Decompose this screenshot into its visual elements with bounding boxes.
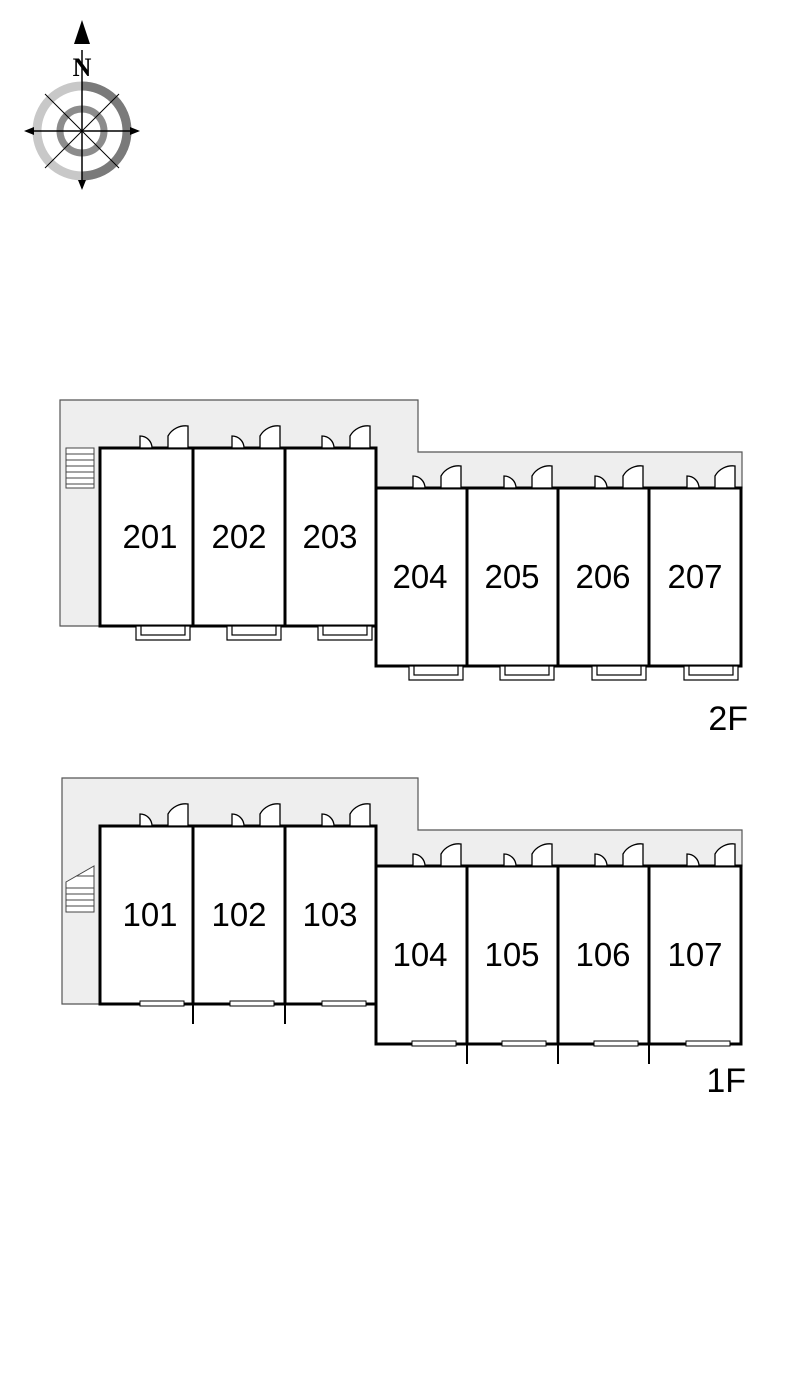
unit-label-204: 204 xyxy=(392,558,447,595)
door-icons-2f xyxy=(139,425,736,489)
floor-label-1f: 1F xyxy=(706,1062,746,1100)
unit-label-106: 106 xyxy=(575,936,630,973)
unit-label-104: 104 xyxy=(392,936,447,973)
floor-1f-plan: 101 102 103 104 105 106 107 1F xyxy=(61,777,746,1100)
unit-107 xyxy=(647,864,743,1046)
unit-106 xyxy=(556,864,651,1046)
floor-2f-plan: 201 202 203 204 205 206 207 2F xyxy=(59,399,748,738)
stair-1f-icon xyxy=(65,865,95,913)
unit-label-205: 205 xyxy=(484,558,539,595)
balcony-icons-2f xyxy=(135,625,739,681)
window-icons-1f xyxy=(139,1000,731,1064)
floor-label-2f: 2F xyxy=(708,700,748,738)
unit-label-202: 202 xyxy=(211,518,266,555)
unit-label-107: 107 xyxy=(667,936,722,973)
unit-label-203: 203 xyxy=(302,518,357,555)
unit-label-105: 105 xyxy=(484,936,539,973)
compass-icon: N xyxy=(24,20,140,190)
unit-label-101: 101 xyxy=(122,896,177,933)
compass-north-label: N xyxy=(73,53,92,82)
unit-label-207: 207 xyxy=(667,558,722,595)
unit-206 xyxy=(556,486,651,668)
unit-207 xyxy=(647,486,743,668)
unit-label-201: 201 xyxy=(122,518,177,555)
unit-label-102: 102 xyxy=(211,896,266,933)
unit-label-103: 103 xyxy=(302,896,357,933)
stair-2f-icon xyxy=(65,447,95,489)
unit-102 xyxy=(191,824,287,1006)
unit-label-206: 206 xyxy=(575,558,630,595)
door-icons-1f xyxy=(139,803,736,867)
unit-205 xyxy=(465,486,560,668)
